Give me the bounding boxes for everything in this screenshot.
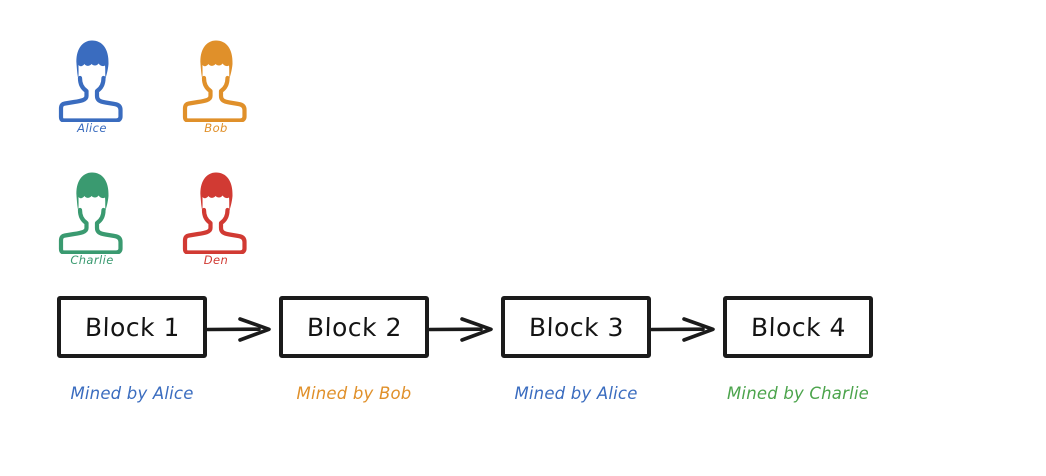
- block-box[interactable]: Block 4: [723, 296, 873, 358]
- block-box[interactable]: Block 2: [279, 296, 429, 358]
- participant-name: Bob: [204, 121, 228, 135]
- person-icon: [58, 40, 123, 122]
- block-miner-label: Mined by Alice: [70, 384, 194, 403]
- arrow-block1-to-block2: [207, 317, 271, 342]
- block-miner-label: Mined by Alice: [514, 384, 638, 403]
- block-label: Block 1: [84, 312, 180, 342]
- arrow-block3-to-block4: [651, 317, 715, 342]
- block-label: Block 3: [528, 312, 624, 342]
- block-label: Block 2: [306, 312, 402, 342]
- participant-charlie[interactable]: Charlie: [46, 166, 138, 267]
- participant-bob[interactable]: Bob: [170, 34, 262, 135]
- person-icon: [182, 40, 247, 122]
- block-box[interactable]: Block 1: [57, 296, 207, 358]
- participant-name: Charlie: [70, 253, 114, 267]
- participant-alice[interactable]: Alice: [46, 34, 138, 135]
- participant-name: Alice: [77, 121, 107, 135]
- arrow-block2-to-block3: [429, 317, 493, 342]
- block-2[interactable]: Block 2 Mined by Bob: [279, 296, 429, 403]
- block-1[interactable]: Block 1 Mined by Alice: [57, 296, 207, 403]
- blockchain-diagram: Block 1 Mined by Alice Block 2 Mined by …: [0, 296, 1046, 436]
- block-miner-label: Mined by Bob: [296, 384, 412, 403]
- participant-name: Den: [203, 253, 229, 267]
- person-icon: [182, 172, 247, 254]
- block-box[interactable]: Block 3: [501, 296, 651, 358]
- block-4[interactable]: Block 4 Mined by Charlie: [723, 296, 873, 403]
- block-3[interactable]: Block 3 Mined by Alice: [501, 296, 651, 403]
- block-label: Block 4: [750, 312, 846, 342]
- block-miner-label: Mined by Charlie: [726, 384, 870, 403]
- person-icon: [58, 172, 123, 254]
- participant-den[interactable]: Den: [170, 166, 262, 267]
